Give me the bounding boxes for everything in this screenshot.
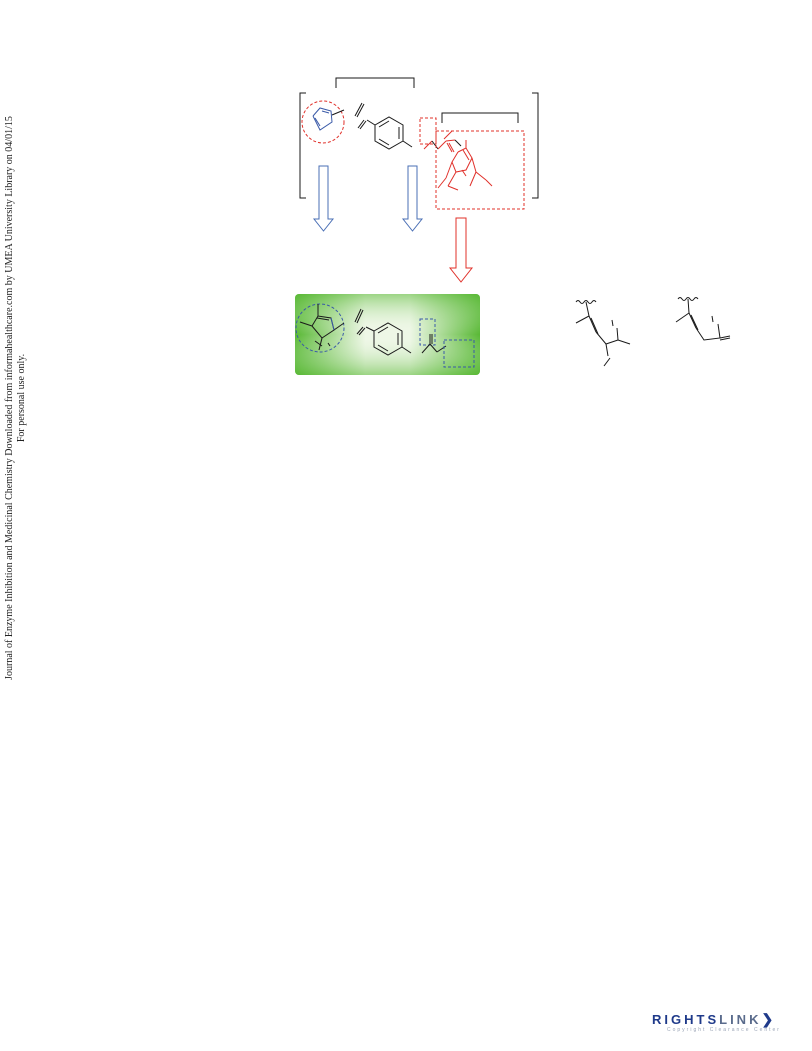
cyclic-imide-fragment [437, 140, 493, 191]
linker-highlight-box [419, 117, 437, 145]
rightslink-logo[interactable]: RIGHTSLINK❯ [652, 1011, 773, 1028]
download-notice-line-2: For personal use only. [16, 353, 27, 443]
lead-compound-bracket [299, 77, 539, 199]
rightslink-brand-link: LINK [719, 1012, 762, 1027]
blue-arrow-left [312, 165, 335, 232]
download-notice-line-1: Journal of Enzyme Inhibition and Medicin… [4, 116, 15, 680]
sulfonyl-group-2 [354, 308, 375, 336]
sulfonyl-group [354, 102, 376, 130]
heterocycle-highlight-circle [301, 100, 345, 144]
download-notice: Journal of Enzyme Inhibition and Medicin… [4, 0, 28, 828]
rightslink-brand-main: RIGHTS [652, 1012, 720, 1027]
modified-ring [299, 304, 345, 351]
fragment-replacement-box [443, 339, 475, 368]
heterocycle-fragment-1 [575, 300, 631, 367]
benzene-ring [374, 116, 404, 150]
modified-heterocycle-highlight-circle [295, 303, 345, 353]
five-membered-ring [312, 107, 333, 131]
rightslink-subtitle: Copyright Clearance Center [667, 1027, 781, 1033]
blue-arrow-right [401, 165, 424, 232]
optimized-compound-panel [295, 294, 480, 375]
heterocycle-fragment-2 [675, 297, 731, 341]
chevron-right-icon: ❯ [761, 1011, 774, 1027]
cyclic-fragment-highlight-box [435, 130, 525, 210]
optimized-compound-structure [295, 303, 475, 368]
linker-replacement-box [419, 318, 436, 346]
red-arrow [448, 217, 474, 283]
lead-compound-structure [301, 100, 525, 210]
